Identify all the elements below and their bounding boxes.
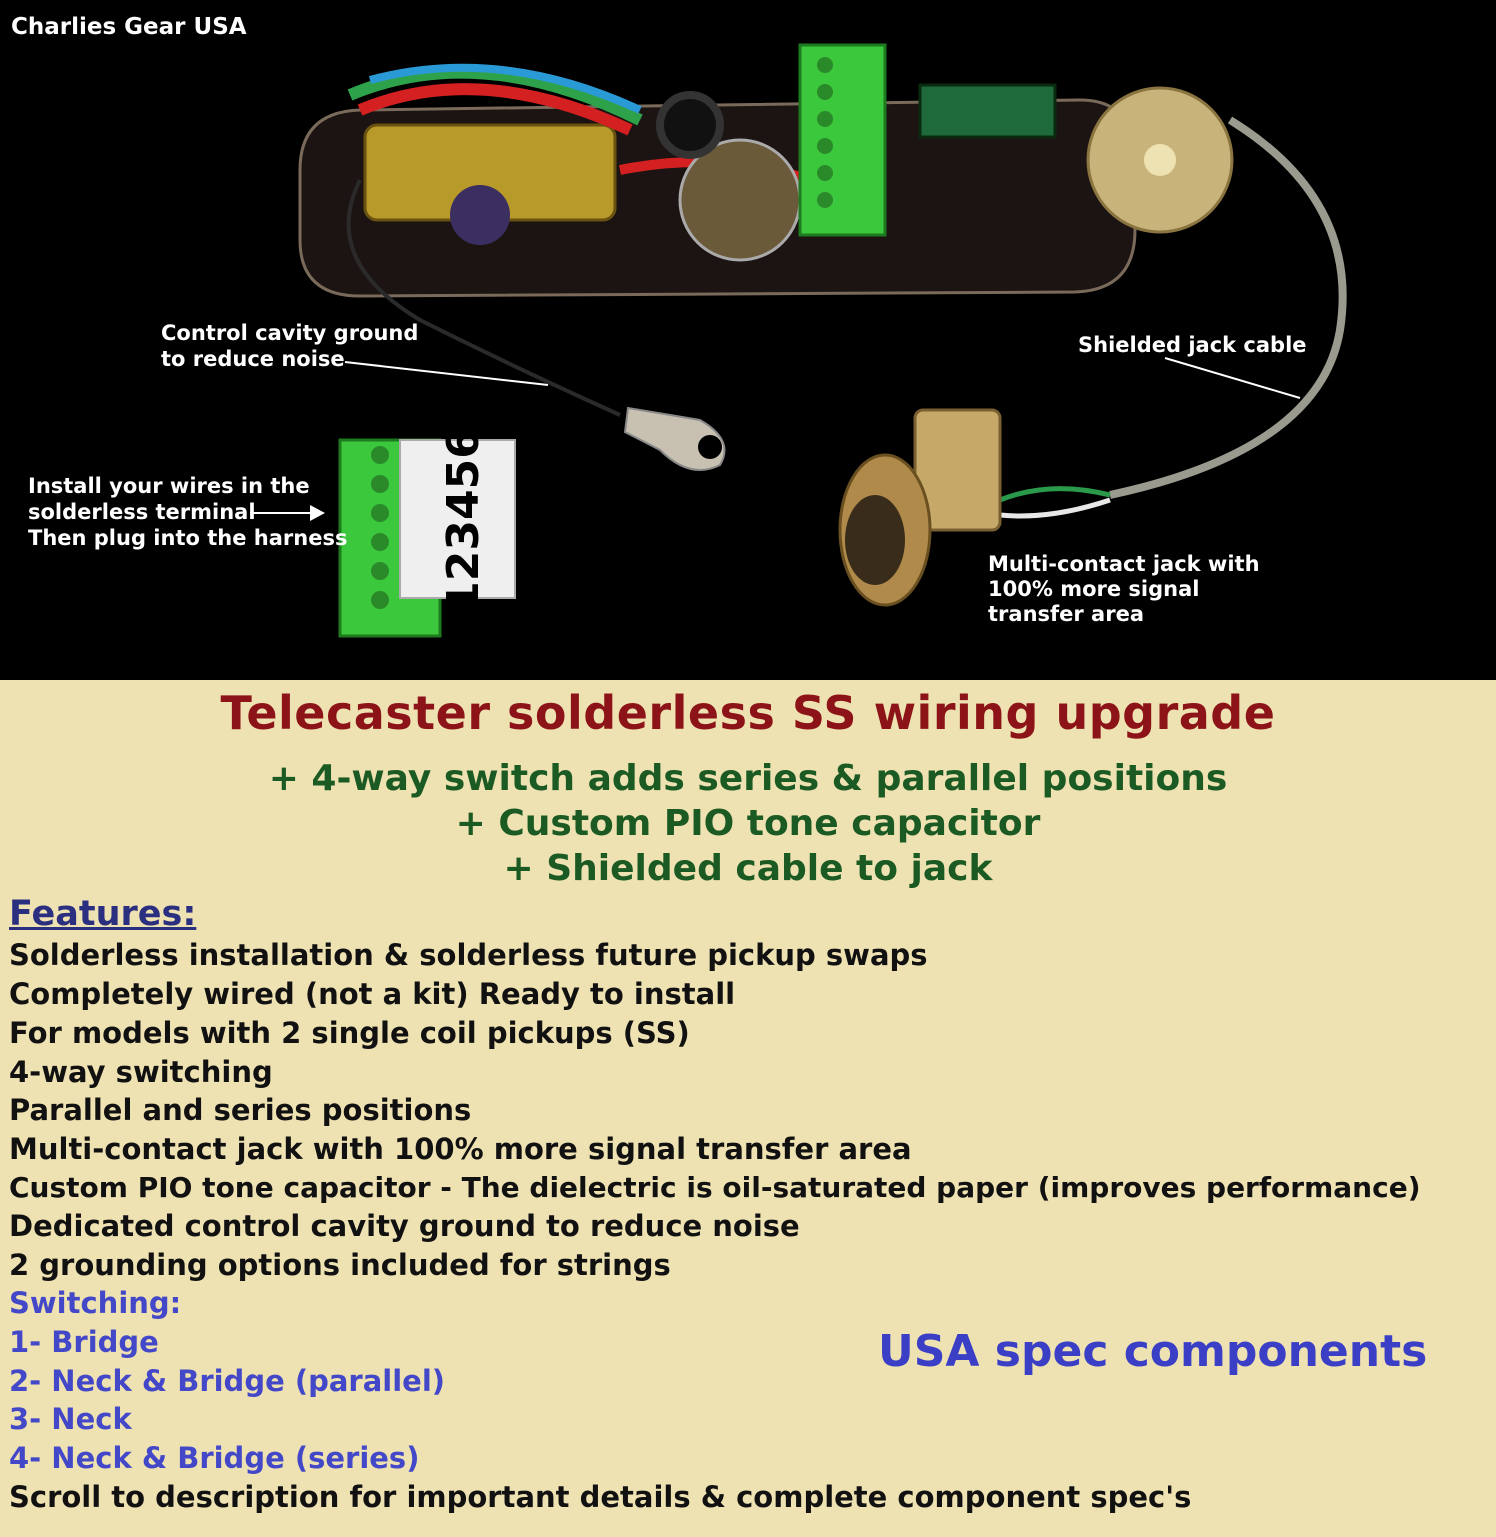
grommet xyxy=(656,91,724,159)
output-jack xyxy=(913,408,1002,532)
jack-annotation-line: transfer area xyxy=(988,602,1145,626)
feature-item: For models with 2 single coil pickups (S… xyxy=(9,1016,690,1050)
feature-item: 2 grounding options included for strings xyxy=(9,1248,671,1282)
install-annotation-line: Install your wires in the xyxy=(28,474,310,498)
feature-item: Solderless installation & solderless fut… xyxy=(9,938,928,972)
terminal-numbers: 123456 xyxy=(438,428,489,612)
install-annotation-line: Then plug into the harness xyxy=(28,526,348,550)
ground-lug xyxy=(623,406,726,471)
harness-terminal xyxy=(798,43,887,237)
ground-annotation-line: Control cavity ground xyxy=(161,321,419,345)
usa-tagline: USA spec components xyxy=(878,1326,1428,1377)
switching-item: 1- Bridge xyxy=(9,1325,159,1359)
subtitle-line: + 4-way switch adds series & parallel po… xyxy=(268,758,1228,799)
switch-cap xyxy=(450,185,510,245)
feature-item: Parallel and series positions xyxy=(9,1093,472,1127)
switching-item: 2- Neck & Bridge (parallel) xyxy=(9,1364,446,1398)
scroll-note: Scroll to description for important deta… xyxy=(9,1480,1192,1514)
features-heading: Features: xyxy=(9,894,197,934)
jack-annotation: Multi-contact jack with 100% more signal… xyxy=(988,552,1260,627)
install-annotation: Install your wires in the solderless ter… xyxy=(28,473,347,551)
jack-annotation-line: 100% more signal xyxy=(988,577,1200,601)
feature-item: Custom PIO tone capacitor - The dielectr… xyxy=(9,1171,1421,1204)
brand-name: Charlies Gear USA xyxy=(11,14,247,40)
description-panel: Telecaster solderless SS wiring upgrade … xyxy=(0,680,1496,1537)
capacitor xyxy=(918,83,1057,139)
product-photo: 123456 Charlies Gear USA Control cavity … xyxy=(0,0,1496,680)
jack-annotation-line: Multi-contact jack with xyxy=(988,552,1260,576)
install-annotation-line: solderless terminal xyxy=(28,500,256,524)
switching-item: 3- Neck xyxy=(9,1402,132,1436)
ground-wire xyxy=(346,179,621,417)
feature-item: Dedicated control cavity ground to reduc… xyxy=(9,1209,800,1243)
subtitle-line: + Shielded cable to jack xyxy=(503,848,993,889)
product-title: Telecaster solderless SS wiring upgrade xyxy=(220,686,1276,740)
ground-annotation: Control cavity ground to reduce noise xyxy=(161,320,418,372)
switching-heading: Switching: xyxy=(9,1286,182,1320)
shielded-cable xyxy=(1109,116,1347,499)
ground-annotation-line: to reduce noise xyxy=(161,347,345,371)
feature-item: Completely wired (not a kit) Ready to in… xyxy=(9,977,736,1011)
switching-item: 4- Neck & Bridge (series) xyxy=(9,1441,420,1475)
harness-illustration: 123456 xyxy=(250,43,1347,638)
feature-item: Multi-contact jack with 100% more signal… xyxy=(9,1132,912,1166)
feature-item: 4-way switching xyxy=(9,1055,273,1089)
shield-annotation: Shielded jack cable xyxy=(1078,333,1307,357)
subtitle-line: + Custom PIO tone capacitor xyxy=(455,803,1041,844)
